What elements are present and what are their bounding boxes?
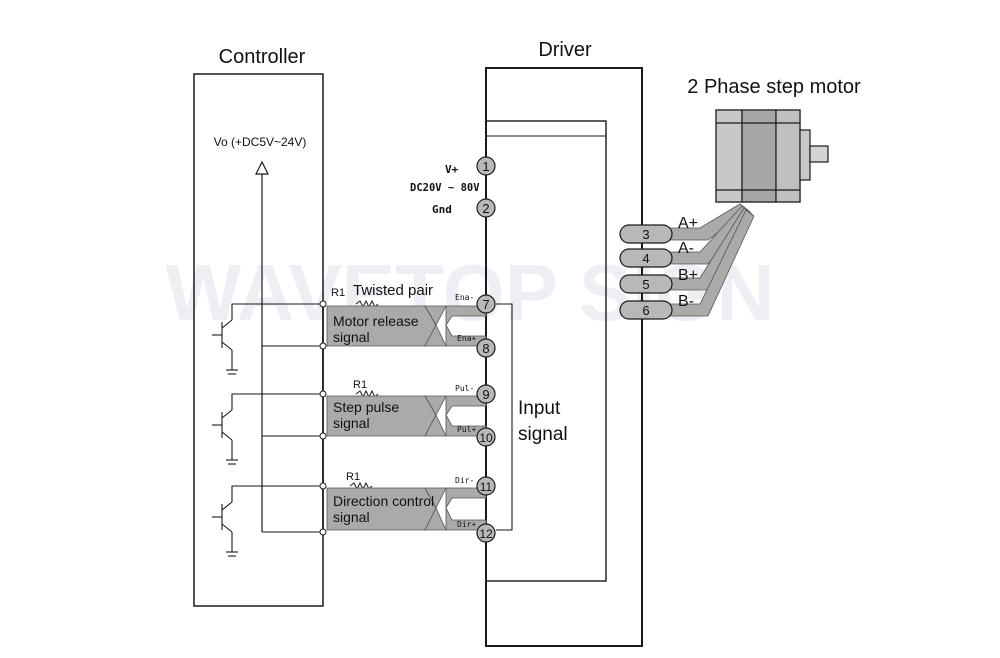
- controller-nodes: [319, 300, 327, 536]
- vplus-label: V+: [445, 163, 459, 176]
- dir-neg-label: Dir-: [455, 476, 474, 485]
- svg-text:A+: A+: [678, 215, 698, 232]
- step-pulse-label-1: Step pulse: [333, 399, 399, 415]
- driver-pin-numbers: 1 2 7 8 9 10 11 12: [479, 159, 493, 541]
- resistor-label-1: R1: [331, 287, 345, 299]
- pin-12: [476, 523, 496, 543]
- controller-circuit: [212, 303, 324, 557]
- svg-text:11: 11: [480, 480, 493, 494]
- pin-5: [619, 274, 673, 294]
- svg-text:10: 10: [479, 431, 493, 445]
- svg-text:B+: B+: [678, 267, 698, 284]
- direction-control-label-2: signal: [333, 509, 370, 525]
- motor-release-label-1: Motor release: [333, 313, 419, 329]
- supply-label: Vo (+DC5V~24V): [214, 135, 307, 149]
- direction-control-label-1: Direction control: [333, 493, 434, 509]
- driver-box: [485, 67, 643, 647]
- driver-pins: [476, 156, 496, 543]
- gnd-label: Gnd: [432, 203, 452, 216]
- twisted-pair-label: Twisted pair: [353, 282, 433, 299]
- motor-release-label-2: signal: [333, 329, 370, 345]
- controller-box: [193, 73, 324, 607]
- svg-text:4: 4: [642, 251, 649, 266]
- input-signal-loop: [496, 303, 513, 531]
- pin-8: [476, 338, 496, 358]
- motor-title: 2 Phase step motor: [687, 76, 861, 98]
- input-signal-label-1: Input: [518, 398, 561, 419]
- input-signal-label-2: signal: [518, 424, 568, 445]
- step-motor: [715, 109, 829, 203]
- controller-title: Controller: [219, 46, 306, 68]
- pin-6: [619, 300, 673, 320]
- svg-text:3: 3: [642, 227, 649, 242]
- pin-9: [476, 384, 496, 404]
- svg-text:12: 12: [479, 527, 493, 541]
- resistor-label-2: R1: [353, 379, 367, 391]
- driver-inner-panel: [485, 120, 607, 582]
- ena-pos-label: Ena+: [457, 334, 476, 343]
- pin-11: [476, 476, 496, 496]
- resistor-label-3: R1: [346, 471, 360, 483]
- motor-pin-tabs: [619, 224, 673, 320]
- svg-text:7: 7: [482, 297, 489, 312]
- ena-neg-label: Ena-: [455, 293, 474, 302]
- svg-text:5: 5: [642, 277, 649, 292]
- svg-text:9: 9: [482, 387, 489, 402]
- pin-4: [619, 248, 673, 268]
- motor-phase-labels: A+ A- B+ B-: [678, 215, 698, 310]
- driver-title: Driver: [538, 39, 592, 61]
- pin-3: [619, 224, 673, 244]
- svg-text:2: 2: [482, 201, 489, 216]
- svg-text:B-: B-: [678, 293, 694, 310]
- svg-text:6: 6: [642, 303, 649, 318]
- pin-10: [476, 427, 496, 447]
- step-pulse-label-2: signal: [333, 415, 370, 431]
- svg-text:1: 1: [482, 159, 489, 174]
- voltage-range-label: DC20V ~ 80V: [410, 182, 480, 194]
- pin-7: [476, 294, 496, 314]
- supply-arrow: [255, 160, 269, 175]
- motor-pin-numbers: 3 4 5 6: [642, 227, 649, 318]
- pul-pos-label: Pul+: [457, 425, 476, 434]
- dir-pos-label: Dir+: [457, 520, 476, 529]
- pin-1: [476, 156, 496, 176]
- svg-text:A-: A-: [678, 240, 694, 257]
- pul-neg-label: Pul-: [455, 384, 474, 393]
- svg-text:8: 8: [482, 341, 489, 356]
- pin-2: [476, 198, 496, 218]
